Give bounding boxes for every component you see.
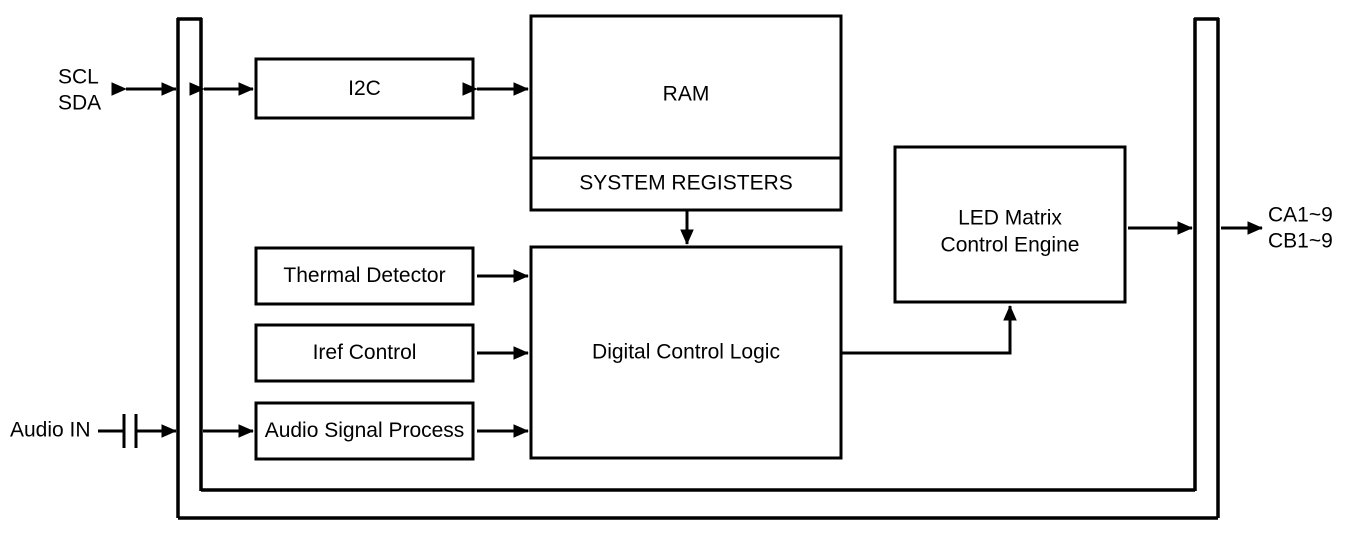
ram-block-rect[interactable] (529, 14, 843, 212)
led-matrix-control-engine-label-line1: LED Matrix (958, 207, 1062, 230)
audio-in-label: Audio IN (10, 419, 91, 442)
cb-output-label: CB1~9 (1268, 230, 1333, 253)
audio-signal-process-block[interactable]: Audio Signal Process (254, 401, 475, 461)
led-matrix-control-engine-rect[interactable] (893, 145, 1127, 304)
led-matrix-control-engine-block[interactable]: LED Matrix Control Engine (893, 145, 1127, 304)
ram-block[interactable]: RAM SYSTEM REGISTERS (529, 14, 843, 212)
digital-control-logic-label: Digital Control Logic (592, 341, 780, 364)
digital-control-logic-block[interactable]: Digital Control Logic (529, 245, 843, 460)
audio-signal-process-label: Audio Signal Process (265, 419, 465, 442)
digital-control-logic-rect[interactable] (529, 245, 843, 460)
right-bus-rail-group (1193, 17, 1220, 518)
system-registers-label: SYSTEM REGISTERS (579, 172, 793, 195)
thermal-detector-rect[interactable] (254, 246, 475, 306)
ram-block-label: RAM (663, 83, 710, 106)
iref-control-block[interactable]: Iref Control (254, 323, 475, 383)
iref-control-rect[interactable] (254, 323, 475, 383)
thermal-detector-block[interactable]: Thermal Detector (254, 246, 475, 306)
i2c-block-label: I2C (348, 77, 381, 100)
i2c-block[interactable]: I2C (254, 57, 475, 120)
dcl-to-led-engine-wire (841, 305, 1017, 355)
left-bus-rail-group (176, 17, 203, 518)
sda-label: SDA (58, 92, 101, 115)
audio-signal-process-rect[interactable] (254, 401, 475, 461)
led-matrix-control-engine-label-line2: Control Engine (941, 234, 1080, 257)
scl-label: SCL (58, 66, 99, 89)
iref-control-label: Iref Control (313, 341, 417, 364)
audio-in-coupling-capacitor (98, 414, 177, 448)
ca-output-label: CA1~9 (1268, 204, 1333, 227)
thermal-detector-label: Thermal Detector (283, 264, 445, 287)
